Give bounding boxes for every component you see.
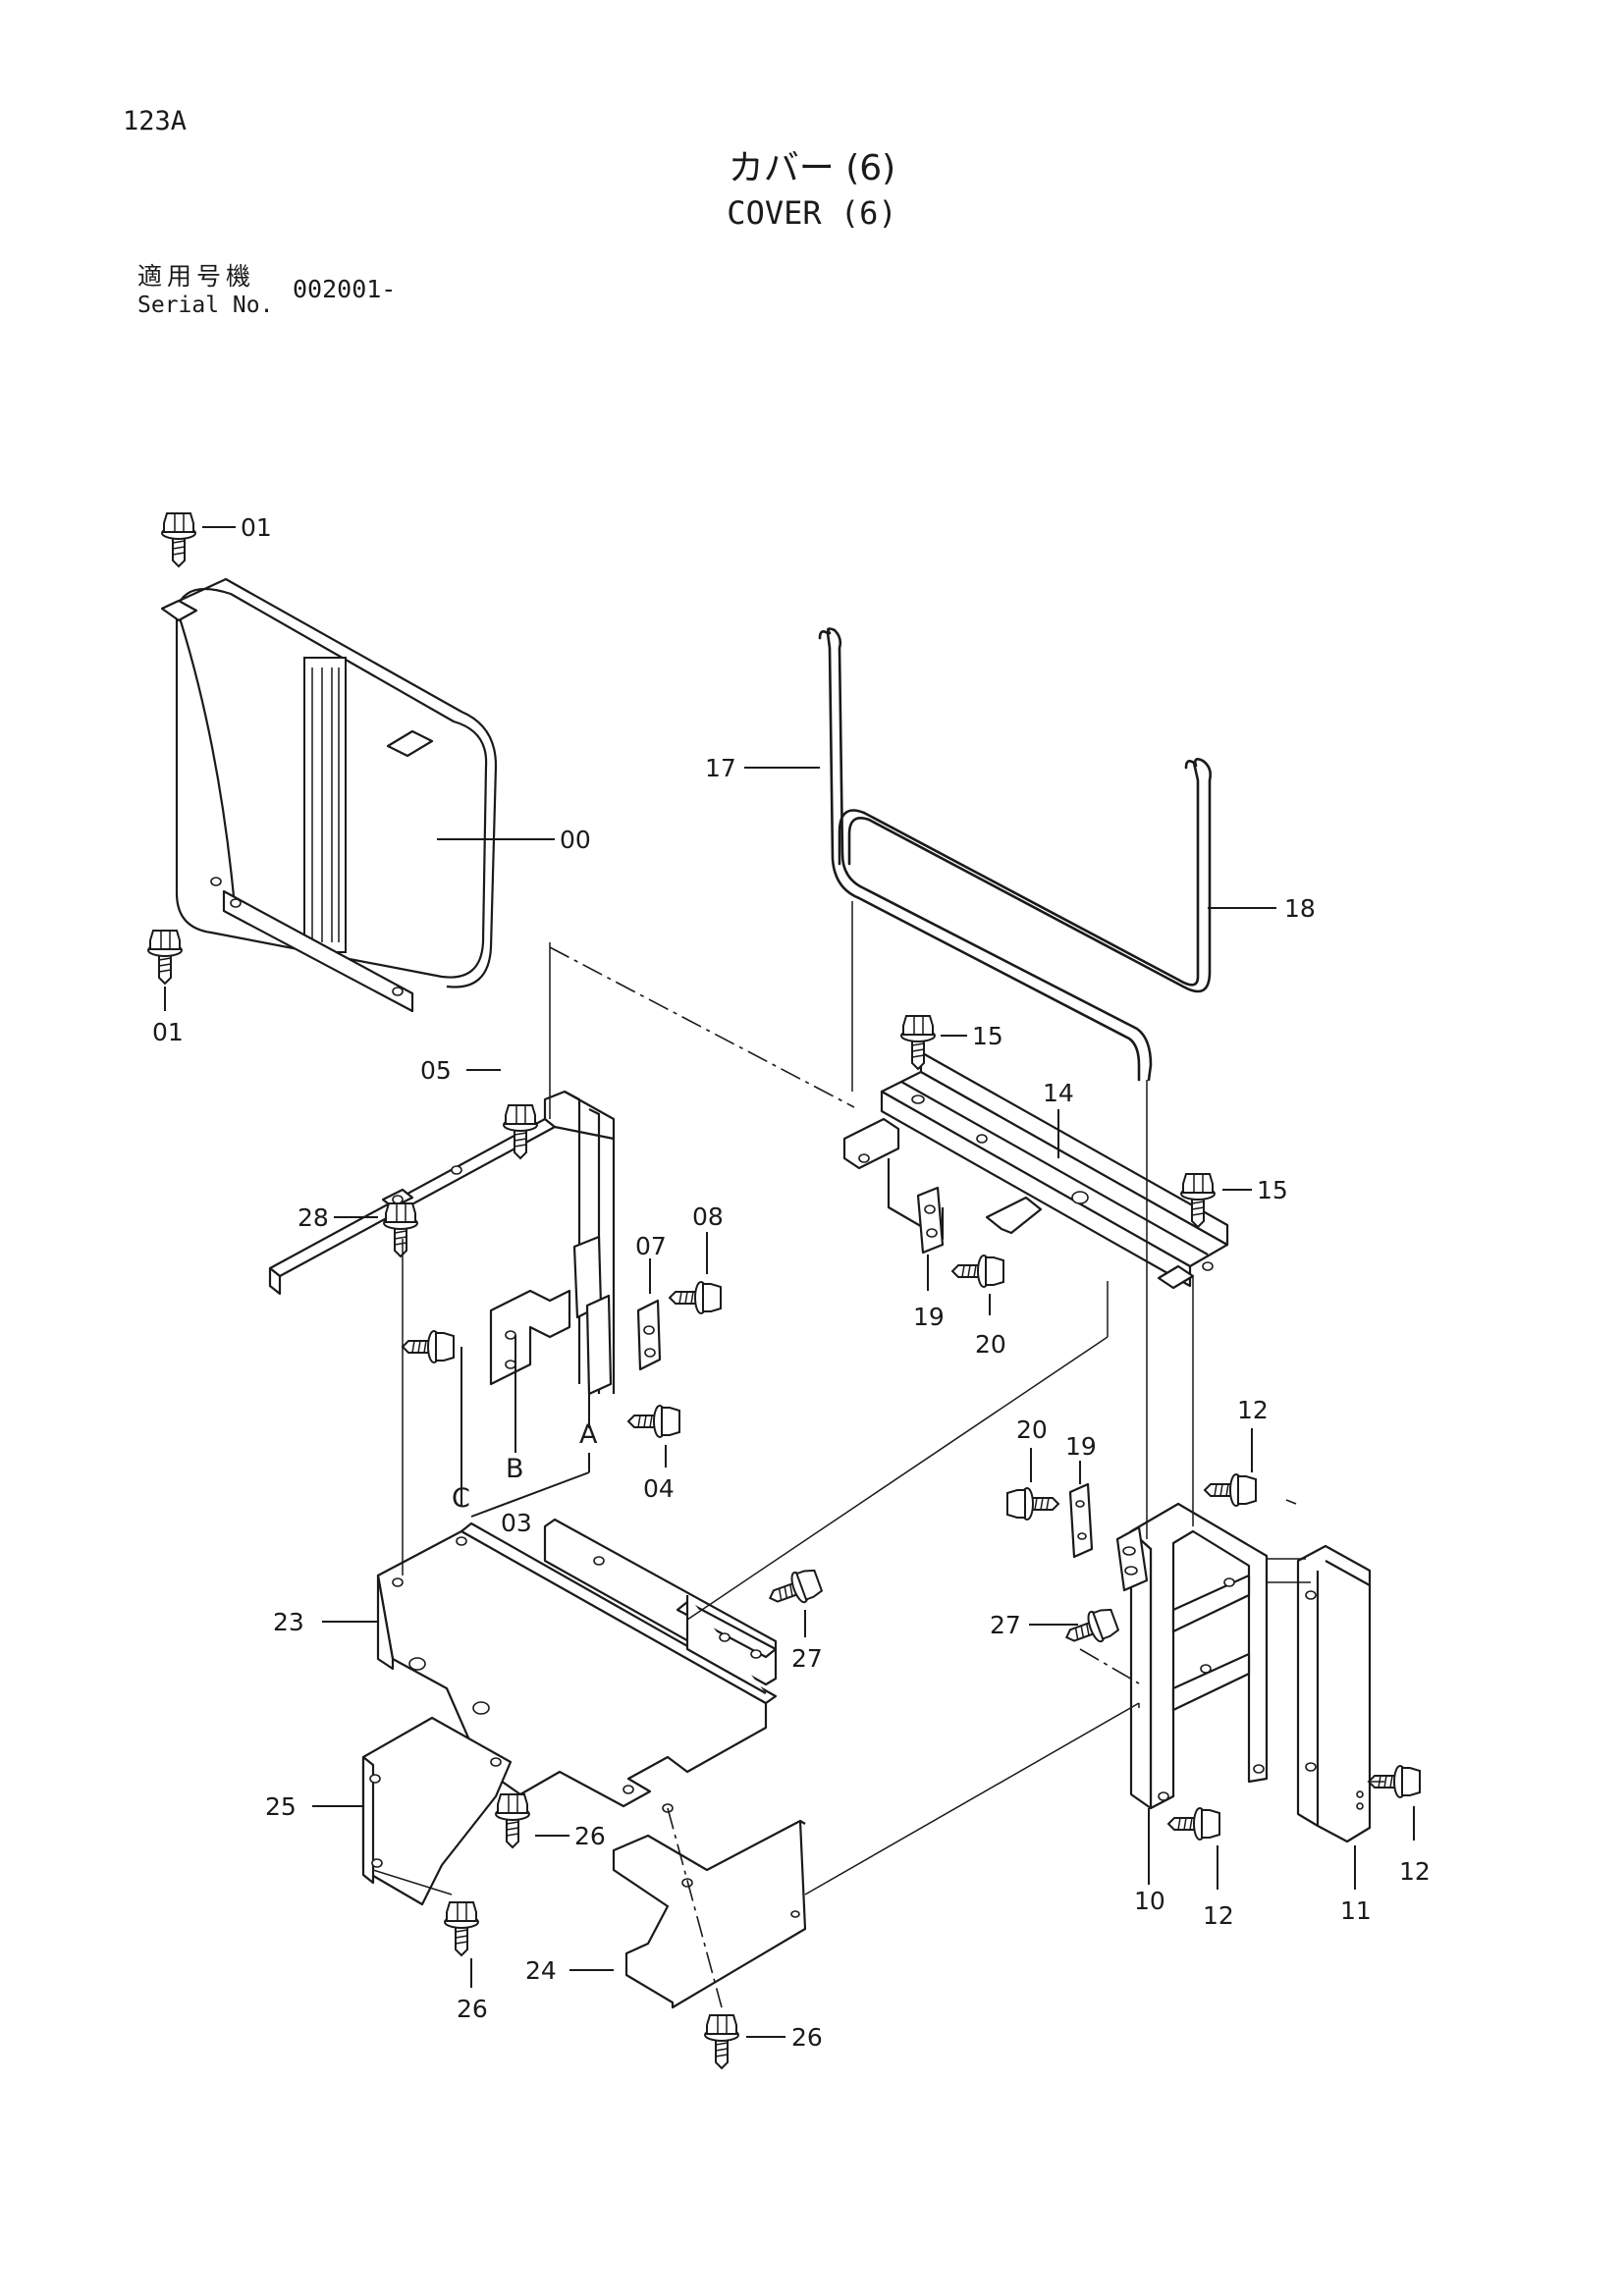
callout-18: 18: [1284, 894, 1316, 923]
callout-12-right: 12: [1399, 1857, 1431, 1886]
cover-24: [612, 1819, 807, 2009]
frame-bracket-28: [268, 1090, 616, 1396]
bolt-20-upper: [951, 1255, 1004, 1288]
bolt-12-upper: [1204, 1473, 1257, 1507]
callout-27-left: 27: [791, 1644, 823, 1673]
page-code: 123A: [123, 106, 188, 136]
reference-letter-a: A: [579, 1419, 598, 1450]
clip-19-lower: [1068, 1482, 1094, 1559]
serial-number-value: 002001-: [293, 275, 397, 303]
bolt-04: [627, 1405, 680, 1438]
bolt-26-middle: [495, 1793, 530, 1848]
callout-00: 00: [560, 826, 591, 854]
bolt-12-lower: [1167, 1807, 1220, 1841]
callout-01-bottom: 01: [152, 1018, 184, 1046]
reference-letter-c: C: [452, 1483, 470, 1514]
bolt-20-lower: [1006, 1487, 1059, 1521]
callout-19-lower: 19: [1065, 1432, 1097, 1461]
bolt-01-top: [161, 512, 196, 567]
bolt-28: [383, 1202, 418, 1257]
bolt-08: [669, 1281, 722, 1314]
callout-08: 08: [692, 1202, 724, 1231]
plate-03: [489, 1289, 571, 1386]
callout-24: 24: [525, 1956, 557, 1985]
bolt-26-bottom: [704, 2014, 739, 2069]
handrail-17: [818, 627, 1153, 1082]
callout-07: 07: [635, 1232, 667, 1260]
callout-26-lower-left: 26: [457, 1995, 488, 2023]
bolt-01-bottom: [147, 930, 183, 985]
clip-19-upper: [916, 1186, 945, 1255]
callout-12-lower: 12: [1203, 1901, 1234, 1930]
callout-15-right: 15: [1257, 1176, 1288, 1204]
callout-10: 10: [1134, 1887, 1165, 1915]
callout-11: 11: [1340, 1896, 1372, 1925]
cover-panel-00: [160, 577, 498, 1013]
callout-20-lower: 20: [1016, 1415, 1048, 1444]
callout-05: 05: [420, 1056, 452, 1085]
title-japanese: カバー (6): [728, 148, 896, 188]
clip-07: [636, 1299, 662, 1371]
callout-26-bottom: 26: [791, 2023, 823, 2052]
callout-03: 03: [501, 1509, 532, 1537]
frame-10: [1129, 1502, 1269, 1810]
callout-12-upper: 12: [1237, 1396, 1269, 1424]
assembly-lines: [372, 901, 1384, 2008]
bolt-27-right: [1059, 1604, 1121, 1654]
callout-01-top: 01: [241, 513, 272, 542]
reference-letter-b: B: [506, 1454, 524, 1484]
callout-26-middle: 26: [574, 1822, 606, 1850]
handrail-18: [838, 758, 1212, 993]
callout-04: 04: [643, 1474, 675, 1503]
bolt-27-left: [763, 1565, 825, 1615]
bracket-11: [1296, 1544, 1372, 1843]
callout-28: 28: [298, 1203, 329, 1232]
side-plate-25: [361, 1716, 513, 1906]
callout-27-right: 27: [990, 1611, 1021, 1639]
callout-17: 17: [705, 754, 736, 782]
callout-23: 23: [273, 1608, 304, 1636]
callout-25: 25: [265, 1792, 297, 1821]
bolt-26-lower-left: [444, 1901, 479, 1956]
serial-label-japanese: 適用号機: [137, 262, 256, 291]
bolt-03: [402, 1330, 455, 1363]
callout-20-upper: 20: [975, 1330, 1006, 1359]
serial-label-english: Serial No.: [137, 293, 274, 318]
callout-14: 14: [1043, 1079, 1074, 1107]
lower-cover-23: [376, 1518, 778, 1813]
callout-19-upper: 19: [913, 1303, 945, 1331]
title-english: COVER (6): [727, 194, 897, 232]
clamp-10: [1115, 1525, 1149, 1592]
callout-15-left: 15: [972, 1022, 1003, 1050]
bracket-14: [842, 1050, 1229, 1290]
